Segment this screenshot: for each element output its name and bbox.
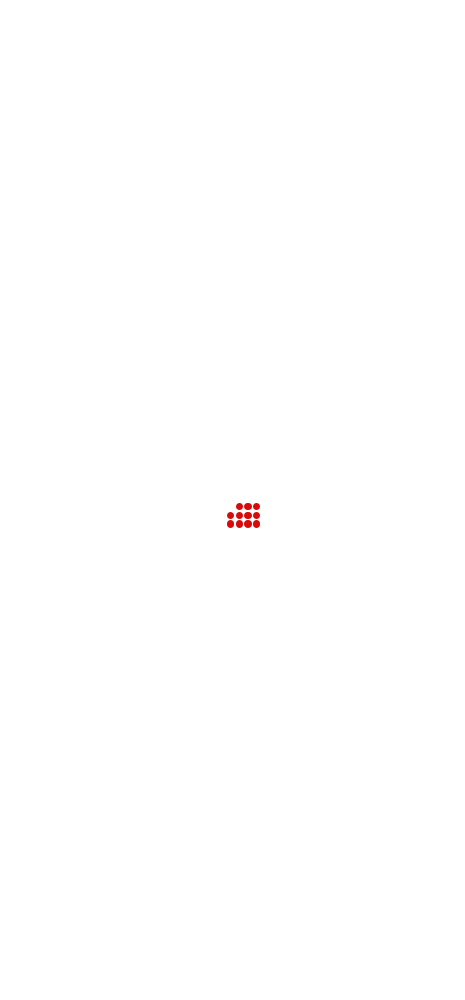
loader-dot [235,520,243,528]
brand-dots-logo-icon [227,503,261,529]
loader-dot [244,511,252,519]
loader-dot [244,503,252,511]
loader-dot [227,511,235,519]
loader-dot [252,503,261,511]
loader-dot [252,511,261,519]
loader-dot [235,503,243,511]
loader-dot [252,520,261,528]
loader-dot [235,511,243,519]
loader-dot [244,520,252,528]
loader-dot [227,520,235,528]
